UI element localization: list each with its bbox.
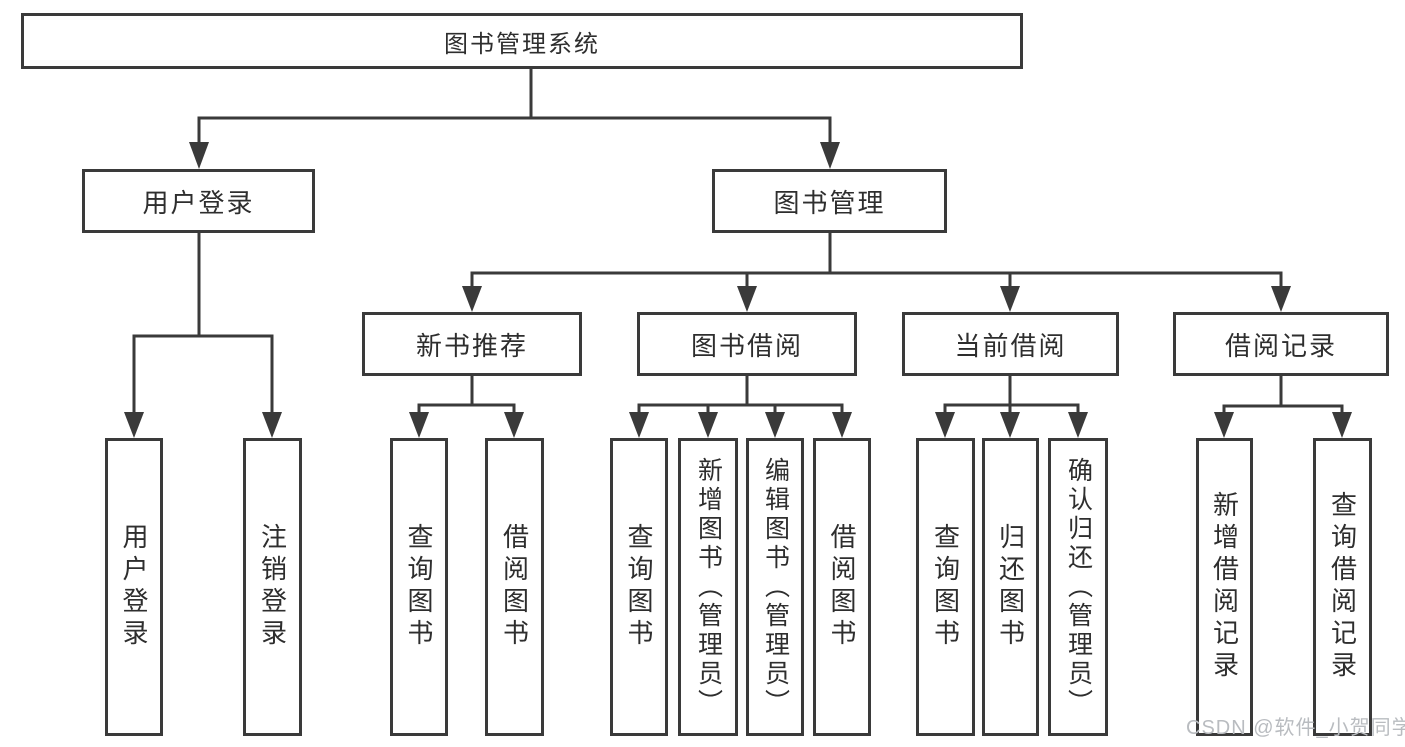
connector-new-book-branch: [409, 374, 524, 438]
connector-book-borrow-branch: [629, 374, 852, 438]
node-user-login: 用户登录: [82, 169, 315, 233]
leaf-edit-book-admin: 编辑图书（管理员）: [746, 438, 804, 736]
leaf-label: 查询图书: [930, 523, 961, 651]
leaf-query-book-recommend: 查询图书: [390, 438, 448, 736]
leaf-label: 借阅图书: [827, 523, 857, 651]
leaf-borrow-book-recommend: 借阅图书: [485, 438, 544, 736]
node-label: 新书推荐: [415, 330, 528, 361]
node-borrow-record: 借阅记录: [1173, 312, 1389, 376]
leaf-label: 新增图书（管理员）: [694, 456, 723, 718]
connector-current-borrow-branch: [935, 374, 1088, 438]
node-label: 借阅记录: [1224, 330, 1337, 361]
leaf-confirm-return-admin: 确认归还（管理员）: [1048, 438, 1108, 736]
leaf-logout: 注销登录: [243, 438, 302, 736]
connector-root-to-level2: [189, 67, 840, 169]
node-book-management: 图书管理: [712, 169, 947, 233]
node-label: 图书借阅: [690, 330, 803, 361]
leaf-label: 归还图书: [995, 523, 1026, 651]
leaf-add-book-admin: 新增图书（管理员）: [678, 438, 738, 736]
connector-book-management-to-level3: [462, 231, 1291, 312]
leaf-label: 查询图书: [624, 523, 654, 651]
leaf-query-book-borrow: 查询图书: [610, 438, 668, 736]
node-root-system: 图书管理系统: [21, 13, 1023, 69]
node-label: 图书管理系统: [444, 30, 600, 58]
leaf-label: 编辑图书（管理员）: [761, 456, 790, 718]
node-new-book-recommend: 新书推荐: [362, 312, 582, 376]
connector-borrow-record-branch: [1214, 374, 1352, 438]
connector-user-login-branch: [124, 231, 282, 438]
csdn-watermark: CSDN @软件_小贺同学: [1186, 717, 1405, 739]
leaf-label: 注销登录: [257, 523, 288, 651]
leaf-label: 用户登录: [119, 523, 149, 651]
leaf-add-borrow-record: 新增借阅记录: [1196, 438, 1253, 736]
node-label: 当前借阅: [954, 330, 1067, 361]
leaf-query-book-current: 查询图书: [916, 438, 975, 736]
leaf-label: 新增借阅记录: [1209, 491, 1240, 683]
node-current-borrow: 当前借阅: [902, 312, 1119, 376]
leaf-label: 查询借阅记录: [1327, 491, 1358, 683]
leaf-return-book: 归还图书: [982, 438, 1039, 736]
leaf-query-borrow-record: 查询借阅记录: [1313, 438, 1372, 736]
node-label: 用户登录: [142, 187, 255, 218]
leaf-label: 借阅图书: [499, 523, 530, 651]
leaf-user-login: 用户登录: [105, 438, 163, 736]
node-book-borrow: 图书借阅: [637, 312, 857, 376]
leaf-label: 查询图书: [404, 523, 434, 651]
leaf-borrow-book: 借阅图书: [813, 438, 871, 736]
node-label: 图书管理: [773, 187, 886, 218]
leaf-label: 确认归还（管理员）: [1064, 456, 1093, 718]
